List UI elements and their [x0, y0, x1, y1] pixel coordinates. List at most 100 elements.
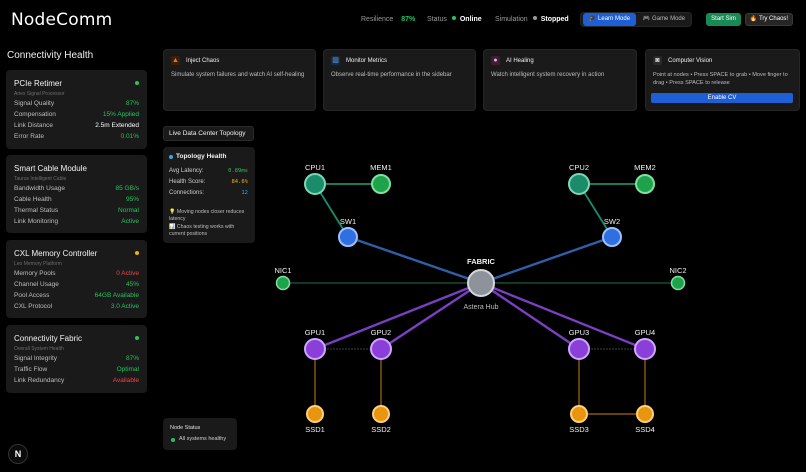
node-gpu3[interactable]: GPU3 [568, 328, 590, 360]
row-value: 95% [125, 196, 139, 203]
node-fabric[interactable]: FABRIC Astera Hub [463, 257, 498, 311]
node-gpu1[interactable]: GPU1 [304, 328, 326, 360]
link [480, 235, 613, 285]
node-cpu1[interactable]: CPU1 [304, 163, 326, 195]
node-nic1[interactable]: NIC1 [274, 266, 292, 291]
row-value: 87% [125, 355, 139, 362]
node-label: MEM1 [370, 163, 392, 172]
node-sw1[interactable]: SW1 [338, 217, 358, 247]
simulation-value: Stopped [540, 16, 569, 23]
row-value: Active [121, 218, 139, 225]
tip-latency: 💡 Moving nodes closer reduces latency [169, 209, 245, 222]
simulation-label: Simulation [495, 16, 528, 23]
link [480, 282, 580, 350]
card-name: Connectivity Fabric [14, 334, 83, 343]
node-sw2[interactable]: SW2 [602, 217, 622, 247]
row-label: Link Distance [14, 122, 54, 129]
link [380, 281, 482, 351]
node-mem2[interactable]: MEM2 [634, 163, 656, 194]
simulation-stat: Simulation Stopped [495, 16, 569, 23]
row-label: CXL Protocol [14, 303, 53, 310]
node-ssd4[interactable]: SSD4 [635, 405, 655, 434]
row-label: Memory Pools [14, 270, 56, 277]
inject-chaos-panel[interactable]: ▲ Inject Chaos Simulate system failures … [163, 49, 316, 111]
sidebar-title: Connectivity Health [7, 50, 94, 61]
try-chaos-button[interactable]: 🔥 Try Chaos! [745, 13, 793, 26]
connectivity-fabric-card[interactable]: Connectivity Fabric Overall System Healt… [6, 325, 147, 393]
pcie-retimer-card[interactable]: PCIe Retimer Aries Signal Processor Sign… [6, 70, 147, 149]
card-row: Bandwidth Usage 85 GB/s [14, 185, 139, 194]
node-status-value: All systems healthy [179, 436, 227, 442]
node-cpu2[interactable]: CPU2 [568, 163, 590, 195]
node-mem1[interactable]: MEM1 [370, 163, 392, 194]
node-ssd1[interactable]: SSD1 [305, 405, 325, 434]
row-label: Thermal Status [14, 207, 59, 214]
node-ssd2[interactable]: SSD2 [371, 405, 391, 434]
status-dot-icon [451, 16, 456, 20]
link [314, 281, 482, 351]
node-label: GPU1 [305, 328, 325, 337]
smart-cable-card[interactable]: Smart Cable Module Taurus Intelligent Ca… [6, 155, 147, 233]
status-dot-icon [135, 251, 139, 255]
row-value: 64GB Available [94, 292, 139, 299]
card-row: Cable Health 95% [14, 196, 139, 205]
link [347, 235, 482, 285]
row-value: 85 GB/s [115, 185, 139, 192]
node-label: CPU2 [569, 163, 589, 172]
row-value: Normal [118, 207, 139, 214]
health-label: Connections: [169, 190, 205, 196]
node-label: GPU3 [569, 328, 589, 337]
card-row: Link Distance 2.5m Extended [14, 122, 139, 131]
row-value: 2.5m Extended [95, 122, 139, 129]
row-label: Link Redundancy [14, 377, 65, 384]
learn-mode-button[interactable]: 🎓 Learn Mode [583, 13, 636, 26]
row-label: Channel Usage [14, 281, 59, 288]
monitor-metrics-panel[interactable]: ▥ Monitor Metrics Observe real-time perf… [323, 49, 476, 111]
row-label: Compensation [14, 111, 56, 118]
ai-healing-panel[interactable]: ● AI Healing Watch intelligent system re… [483, 49, 637, 111]
node-status-panel: Node Status All systems healthy [163, 418, 237, 450]
node-status-title: Node Status [170, 425, 201, 431]
flame-icon: ▲ [171, 56, 180, 65]
panel-title: Inject Chaos [186, 58, 220, 64]
enable-cv-button[interactable]: Enable CV [651, 93, 793, 103]
row-value: Available [112, 377, 139, 384]
tip-chaos: 📊 Chaos testing works with current posit… [169, 224, 235, 237]
brain-icon: ● [491, 56, 500, 65]
node-gpu4[interactable]: GPU4 [634, 328, 656, 360]
health-dot-icon [169, 155, 173, 159]
card-subtitle: Leo Memory Platform [14, 261, 62, 267]
start-sim-button[interactable]: Start Sim [706, 13, 741, 26]
row-value: 0.01% [120, 133, 139, 140]
row-value: 3.0 Active [110, 303, 139, 310]
row-label: Bandwidth Usage [14, 185, 65, 192]
game-mode-button[interactable]: 🎮 Game Mode [642, 16, 686, 22]
health-title: Topology Health [176, 153, 227, 160]
health-value: 0.89ms [228, 168, 248, 174]
status-label: Status [427, 16, 447, 23]
camera-icon: ◙ [653, 56, 662, 65]
app-logo-icon[interactable]: N [8, 444, 28, 464]
card-subtitle: Taurus Intelligent Cable [14, 176, 67, 182]
row-label: Cable Health [14, 196, 52, 203]
cxl-memory-card[interactable]: CXL Memory Controller Leo Memory Platfor… [6, 240, 147, 318]
row-value: 15% Applied [102, 111, 139, 118]
topology-title: Live Data Center Topology [163, 126, 254, 141]
health-value: 12 [241, 190, 248, 196]
node-label: SSD3 [569, 425, 589, 434]
health-value: 84.6% [231, 179, 248, 185]
node-nic2[interactable]: NIC2 [669, 266, 687, 291]
node-gpu2[interactable]: GPU2 [370, 328, 392, 360]
node-ssd3[interactable]: SSD3 [569, 405, 589, 434]
status-dot-icon [171, 438, 175, 442]
link [480, 281, 646, 351]
